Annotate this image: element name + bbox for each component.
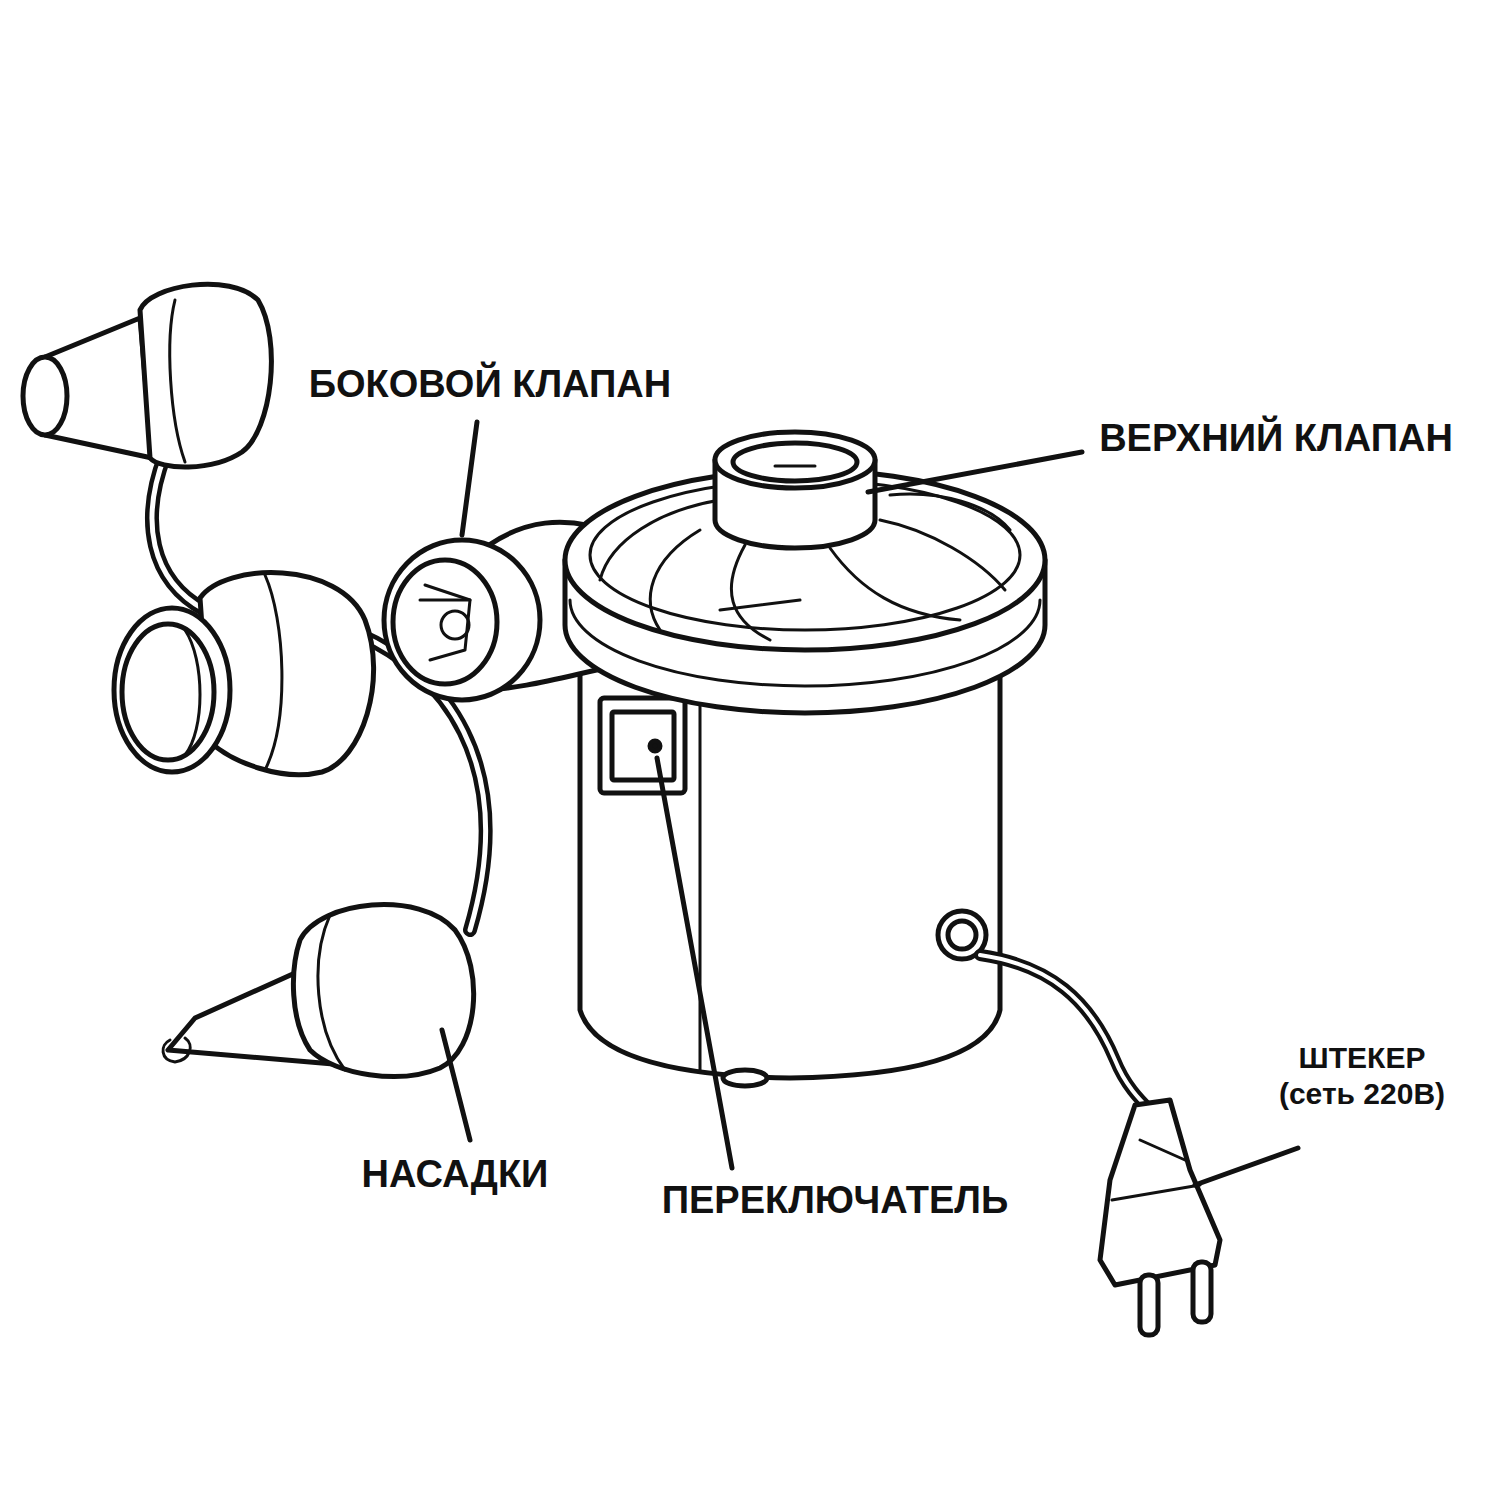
valve-label: БОКОВОЙ КЛАПАН (309, 362, 672, 408)
plug-label: ШТЕКЕР (сеть 220В) (1267, 1040, 1457, 1112)
part-label: ПЕРЕКЛЮЧАТЕЛЬ (662, 1178, 1009, 1224)
part-label: НАСАДКИ (362, 1152, 549, 1198)
valve-label: ВЕРХНИЙ КЛАПАН (1099, 416, 1453, 462)
